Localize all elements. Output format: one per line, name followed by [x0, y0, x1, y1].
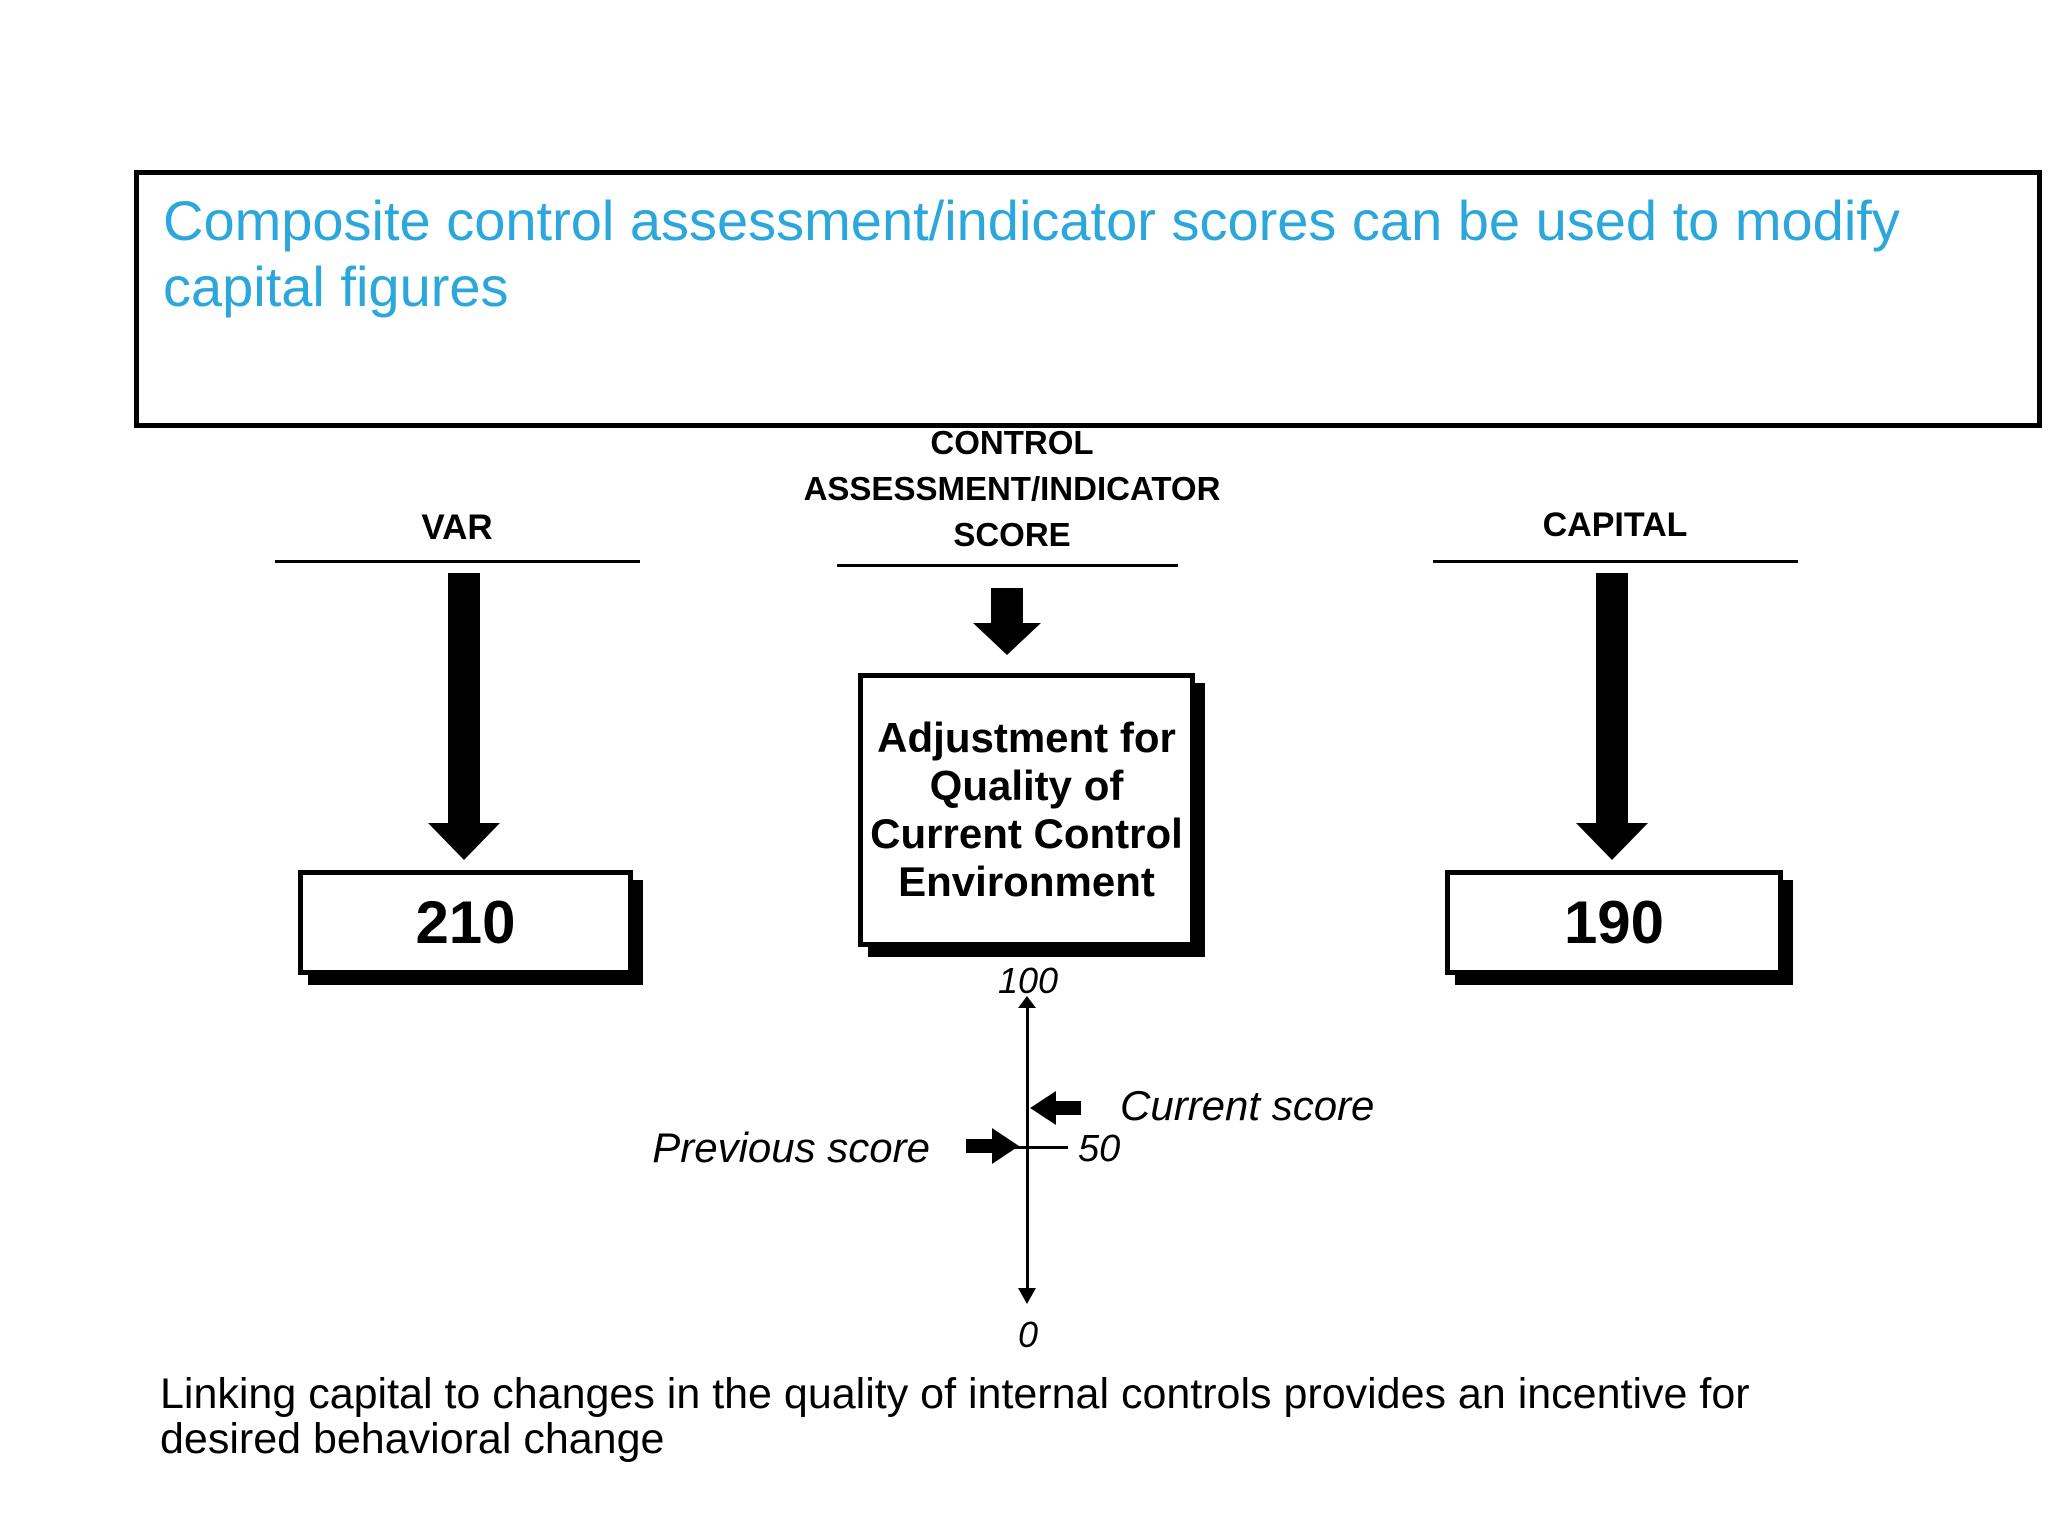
- adjustment-box-line4: Environment: [898, 858, 1155, 905]
- previous-score-label: Previous score: [652, 1124, 930, 1171]
- control-down-arrow-shaft: [991, 588, 1023, 624]
- var-value: 210: [415, 889, 516, 956]
- control-down-arrow-head: [973, 623, 1041, 655]
- adjustment-box-line2: Quality of: [929, 762, 1124, 809]
- current-score-arrow-shaft: [1054, 1101, 1081, 1115]
- previous-score-arrow-shaft: [966, 1139, 994, 1153]
- var-down-arrow-head: [428, 823, 500, 860]
- control-score-header: CONTROL ASSESSMENT/INDICATOR SCORE: [762, 420, 1262, 558]
- scale-axis-down-arrowhead-icon: [1018, 1288, 1036, 1304]
- adjustment-box: Adjustment for Quality of Current Contro…: [858, 673, 1195, 947]
- capital-header-underline: [1433, 560, 1798, 563]
- scale-label-50: 50: [1078, 1128, 1121, 1170]
- control-score-header-line1: CONTROL: [930, 424, 1094, 461]
- capital-down-arrow-head: [1576, 823, 1648, 860]
- control-score-header-line3: SCORE: [953, 516, 1071, 553]
- var-down-arrow-shaft: [448, 573, 480, 824]
- adjustment-box-line3: Current Control: [870, 810, 1183, 857]
- scale-midpoint-tick: [1014, 1146, 1068, 1149]
- capital-value: 190: [1563, 889, 1665, 956]
- adjustment-box-line1: Adjustment for: [877, 714, 1176, 761]
- footer-text: Linking capital to changes in the qualit…: [160, 1372, 1880, 1462]
- previous-score-arrow-head: [992, 1128, 1019, 1164]
- slide-title-line1: Composite control assessment/indicator s…: [163, 189, 1900, 252]
- capital-down-arrow-shaft: [1596, 573, 1628, 824]
- var-header: VAR: [421, 508, 493, 547]
- footer-line2: desired behavioral change: [160, 1415, 665, 1463]
- var-value-box: 210: [298, 870, 633, 975]
- scale-label-100: 100: [997, 960, 1059, 1001]
- capital-value-box: 190: [1445, 870, 1783, 975]
- capital-header: CAPITAL: [1542, 506, 1688, 544]
- current-score-arrow-head: [1030, 1091, 1056, 1125]
- var-header-underline: [275, 560, 640, 563]
- footer-line1: Linking capital to changes in the qualit…: [160, 1370, 1750, 1418]
- scale-label-0: 0: [1017, 1314, 1039, 1355]
- current-score-label: Current score: [1120, 1082, 1375, 1129]
- slide-title-line2: capital figures: [163, 255, 509, 318]
- scale-axis-up-arrowhead-icon: [1018, 996, 1036, 1008]
- title-box: Composite control assessment/indicator s…: [134, 170, 2042, 428]
- control-score-header-line2: ASSESSMENT/INDICATOR: [803, 470, 1221, 507]
- slide-title: Composite control assessment/indicator s…: [163, 188, 1993, 320]
- control-header-underline: [837, 564, 1178, 567]
